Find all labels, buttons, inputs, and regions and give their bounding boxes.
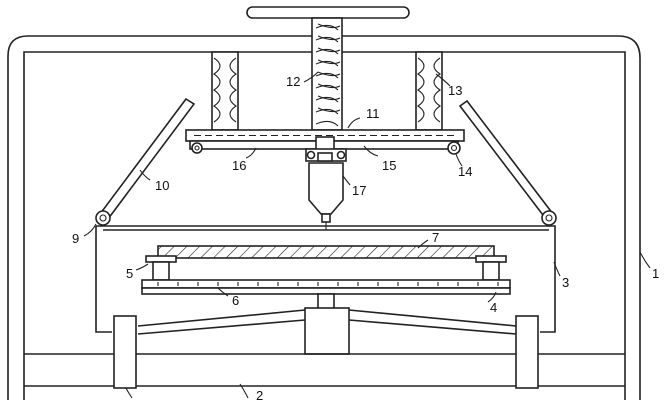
lower-linkage — [137, 309, 517, 335]
label-11: 11 — [366, 106, 380, 121]
label-9: 9 — [72, 231, 79, 246]
label-14: 14 — [458, 164, 472, 179]
workpiece-plate — [157, 245, 495, 259]
left-hinge — [95, 210, 111, 226]
label-10: 10 — [155, 178, 169, 193]
screw-shaft — [311, 17, 343, 131]
base-plate — [141, 279, 511, 295]
left-roller — [191, 142, 203, 154]
right-hinge — [541, 210, 557, 226]
left-guide-block — [211, 51, 239, 131]
handwheel-bar — [246, 6, 410, 19]
base-rails — [24, 353, 625, 387]
left-wheel — [113, 315, 137, 389]
right-roller — [447, 141, 461, 155]
label-2: 2 — [256, 388, 263, 400]
center-post — [304, 293, 350, 355]
leader-lines — [83, 71, 651, 399]
label-1: 1 — [652, 266, 659, 281]
right-wheel — [515, 315, 539, 389]
slider-carriage — [305, 136, 347, 162]
label-3: 3 — [562, 275, 569, 290]
label-4: 4 — [490, 300, 497, 315]
label-16: 16 — [232, 158, 246, 173]
right-arm — [458, 99, 555, 221]
right-clamp — [475, 255, 507, 281]
label-6: 6 — [232, 293, 239, 308]
spray-nozzle — [308, 162, 344, 230]
left-clamp — [145, 255, 177, 281]
label-13: 13 — [448, 83, 462, 98]
left-arm — [98, 97, 196, 221]
label-7: 7 — [432, 230, 439, 245]
right-guide-block — [415, 51, 443, 131]
label-15: 15 — [382, 158, 396, 173]
tray-box — [95, 225, 556, 333]
label-17: 17 — [352, 183, 366, 198]
label-12: 12 — [286, 74, 300, 89]
label-5: 5 — [126, 266, 133, 281]
